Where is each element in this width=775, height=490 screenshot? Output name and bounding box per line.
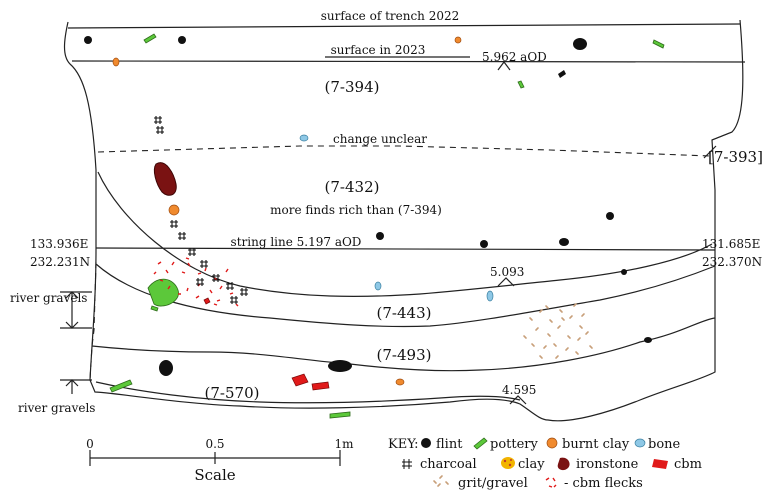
level-marker-5093 — [497, 277, 515, 287]
coord-right-n: 232.370N — [702, 255, 762, 269]
key-bone: bone — [648, 437, 681, 452]
context-432-label: (7-432) — [325, 178, 380, 196]
scale-tick-1: 1m — [334, 437, 354, 451]
change-unclear-line — [97, 145, 711, 157]
context-394-label: (7-394) — [325, 78, 380, 96]
key-legend: KEY: flint pottery burnt clay bone charc… — [388, 437, 702, 490]
cbm-flecks-icon — [545, 477, 557, 488]
level-5093-label: 5.093 — [490, 265, 524, 279]
boundary-570-base — [95, 381, 521, 404]
level-4595-label: 4.595 — [502, 383, 536, 397]
context-393-label: [7-393] — [708, 148, 763, 166]
string-line-label: string line 5.197 aOD — [231, 235, 362, 249]
key-charcoal: charcoal — [420, 457, 477, 472]
ironstone-icon — [557, 457, 570, 471]
context-570-label: (7-570) — [205, 384, 260, 402]
clay-icon — [501, 457, 515, 469]
ctx-393-leader-2 — [711, 131, 733, 141]
key-cbm-flecks: - cbm flecks — [564, 476, 643, 490]
key-clay: clay — [518, 457, 545, 472]
river-gravels-tick-1 — [60, 291, 92, 329]
boundary-443-493 — [95, 263, 716, 328]
surface-2023-label: surface in 2023 — [331, 43, 426, 57]
key-pottery: pottery — [490, 437, 539, 452]
river-gravels-label-2: river gravels — [18, 401, 95, 415]
coord-right-e: 131.685E — [702, 237, 760, 251]
pottery-finds — [109, 33, 665, 419]
cbm-icon — [652, 459, 668, 469]
ctx-393-leader — [703, 145, 717, 159]
scale-caption: Scale — [194, 466, 235, 484]
level-marker-top — [497, 61, 511, 71]
bone-icon — [634, 438, 646, 448]
burnt-clay-finds — [112, 36, 462, 386]
level-marker-4595 — [509, 395, 527, 405]
pottery-icon — [473, 437, 488, 450]
aod-top-label: 5.962 aOD — [482, 50, 547, 64]
more-finds-label: more finds rich than (7-394) — [270, 203, 442, 217]
surface-2023-line — [71, 60, 746, 63]
flint-finds — [84, 36, 652, 376]
coord-left-n: 232.231N — [30, 255, 90, 269]
left-side-dashed — [89, 261, 97, 381]
grit-gravel-finds — [523, 303, 593, 359]
ironstone-find — [153, 162, 177, 196]
grit-gravel-icon — [433, 475, 449, 487]
key-flint: flint — [436, 437, 463, 452]
key-ironstone: ironstone — [576, 457, 639, 472]
boundary-493-570 — [91, 317, 716, 372]
coord-left-e: 133.936E — [30, 237, 88, 251]
river-gravels-label-1: river gravels — [10, 291, 87, 305]
charcoal-icon — [402, 459, 412, 469]
key-title: KEY: — [388, 437, 419, 452]
key-cbm: cbm — [674, 457, 702, 472]
boundary-432-443 — [97, 171, 713, 297]
key-grit: grit/gravel — [458, 476, 528, 490]
context-443-label: (7-443) — [377, 304, 432, 322]
string-line — [95, 247, 716, 251]
flint-icon — [421, 438, 431, 448]
charcoal-finds — [154, 116, 248, 304]
surface-2022-line — [67, 23, 741, 29]
scale-bar: 0 0.5 1m Scale — [86, 437, 354, 484]
change-unclear-label: change unclear — [333, 132, 427, 146]
surface-2022-label: surface of trench 2022 — [321, 9, 460, 23]
context-493-label: (7-493) — [377, 346, 432, 364]
trench-outline — [63, 19, 744, 422]
scale-tick-05: 0.5 — [205, 437, 224, 451]
cbm-finds — [203, 297, 330, 391]
scale-tick-0: 0 — [86, 437, 94, 451]
cbm-flecks — [153, 257, 239, 307]
bone-finds — [299, 134, 494, 302]
river-gravels-arrow-2 — [65, 379, 79, 394]
burnt-clay-icon — [546, 437, 558, 449]
key-burnt-clay: burnt clay — [562, 437, 630, 452]
